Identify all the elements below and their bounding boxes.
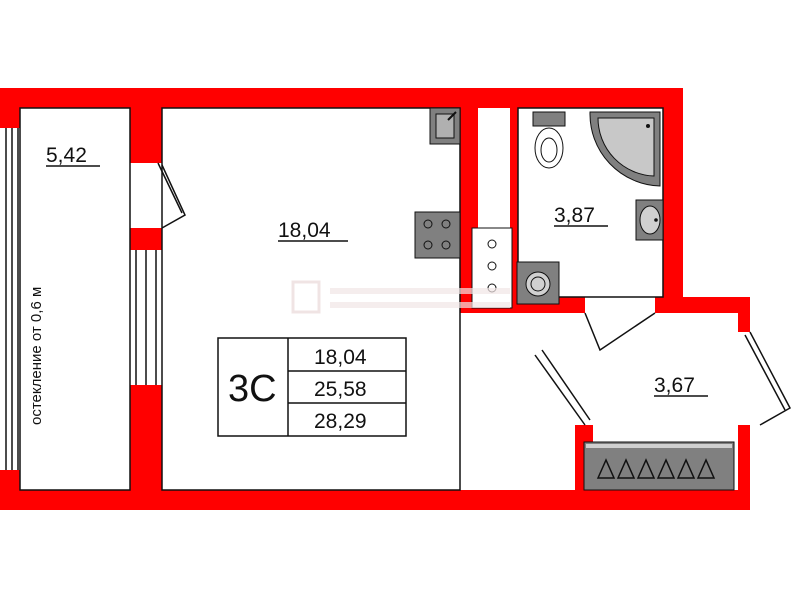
total-area-with-loggia: 28,29 bbox=[314, 410, 367, 433]
wardrobe-icon bbox=[583, 441, 735, 491]
shower-icon bbox=[589, 111, 661, 187]
window-lines bbox=[135, 250, 157, 385]
total-area: 25,58 bbox=[314, 378, 367, 401]
living-area: 18,04 bbox=[314, 346, 367, 369]
stove-icon bbox=[414, 211, 461, 259]
washbasin-icon bbox=[635, 199, 664, 241]
room-area-hallway: 3,67 bbox=[654, 374, 695, 397]
glazing-note: остекление от 0,6 м bbox=[28, 287, 45, 425]
room-area-loggia: 5,42 bbox=[46, 144, 87, 167]
wall-outlines bbox=[19, 107, 664, 491]
watermark-logo bbox=[291, 280, 510, 314]
room-area-bathroom: 3,87 bbox=[554, 204, 595, 227]
room-area-main: 18,04 bbox=[278, 219, 331, 242]
toilet-icon bbox=[532, 111, 566, 169]
area-legend: 3С 18,04 25,58 28,29 bbox=[217, 337, 407, 437]
hanger-icons bbox=[596, 458, 716, 479]
glazing-lines bbox=[5, 128, 19, 470]
door-loggia bbox=[157, 162, 186, 229]
cabinet-icon bbox=[471, 227, 513, 309]
apartment-type: 3С bbox=[228, 368, 277, 410]
washing-machine-icon bbox=[516, 261, 560, 305]
sink-icon bbox=[429, 107, 461, 145]
door-hallway bbox=[534, 312, 792, 426]
